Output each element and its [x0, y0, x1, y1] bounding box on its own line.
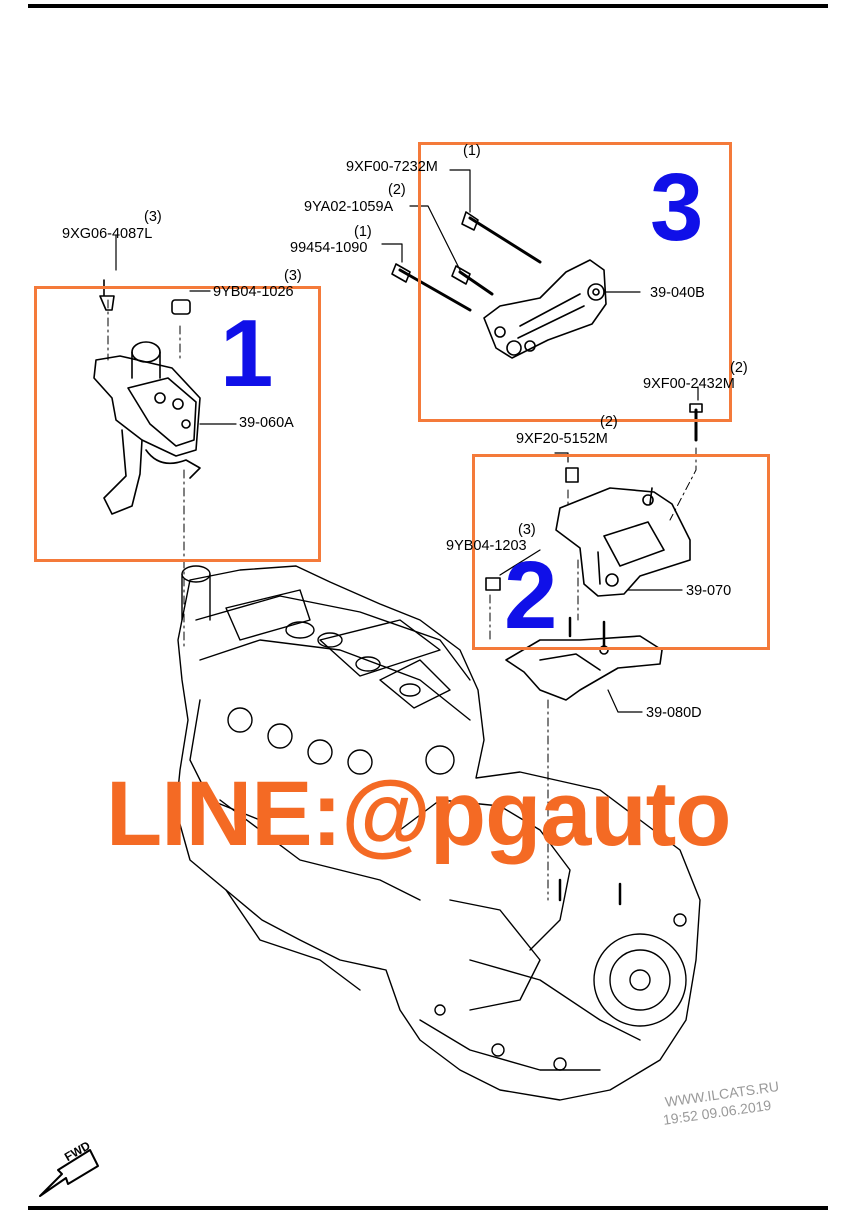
qty-label: (1) — [354, 224, 372, 240]
callout-number-2: 2 — [504, 542, 558, 649]
part-code-label[interactable]: 9YA02-1059A — [304, 199, 394, 215]
part-code-label[interactable]: 9XF00-2432M — [643, 376, 735, 392]
part-code-label[interactable]: 99454-1090 — [290, 240, 368, 256]
qty-label: (3) — [518, 522, 536, 538]
bracket-39-080D-drawing — [505, 616, 663, 701]
callout-number-1: 1 — [220, 300, 274, 407]
qty-label: (2) — [388, 182, 406, 198]
part-code-label[interactable]: 39-080D — [646, 705, 702, 721]
highlight-box-1 — [34, 286, 321, 562]
qty-label: (2) — [730, 360, 748, 376]
part-code-label[interactable]: 9XG06-4087L — [62, 226, 153, 242]
part-code-label[interactable]: 9XF20-5152M — [516, 431, 608, 447]
part-code-label[interactable]: 9XF00-7232M — [346, 159, 438, 175]
fwd-arrow-icon — [39, 1149, 99, 1197]
mount-39-070-drawing — [485, 403, 703, 597]
watermark-text: LINE:@pgauto — [106, 763, 731, 865]
part-code-label[interactable]: 39-070 — [686, 583, 732, 599]
part-code-label[interactable]: 39-060A — [239, 415, 294, 431]
mount-39-060A-drawing — [93, 279, 201, 515]
part-code-label[interactable]: 39-040B — [650, 285, 705, 301]
highlight-box-3 — [418, 142, 732, 422]
callout-number-3: 3 — [650, 154, 704, 261]
qty-label: (1) — [463, 143, 481, 159]
mount-39-040B-drawing — [391, 211, 607, 359]
qty-label: (3) — [144, 209, 162, 225]
part-code-label[interactable]: 9YB04-1203 — [446, 538, 527, 554]
qty-label: (3) — [284, 268, 302, 284]
engine-outline — [175, 565, 701, 1101]
top-rule — [28, 4, 828, 8]
bottom-rule — [28, 1206, 828, 1210]
part-code-label[interactable]: 9YB04-1026 — [213, 284, 294, 300]
leader-lines — [115, 169, 699, 713]
highlight-box-2 — [472, 454, 770, 650]
qty-label: (2) — [600, 414, 618, 430]
